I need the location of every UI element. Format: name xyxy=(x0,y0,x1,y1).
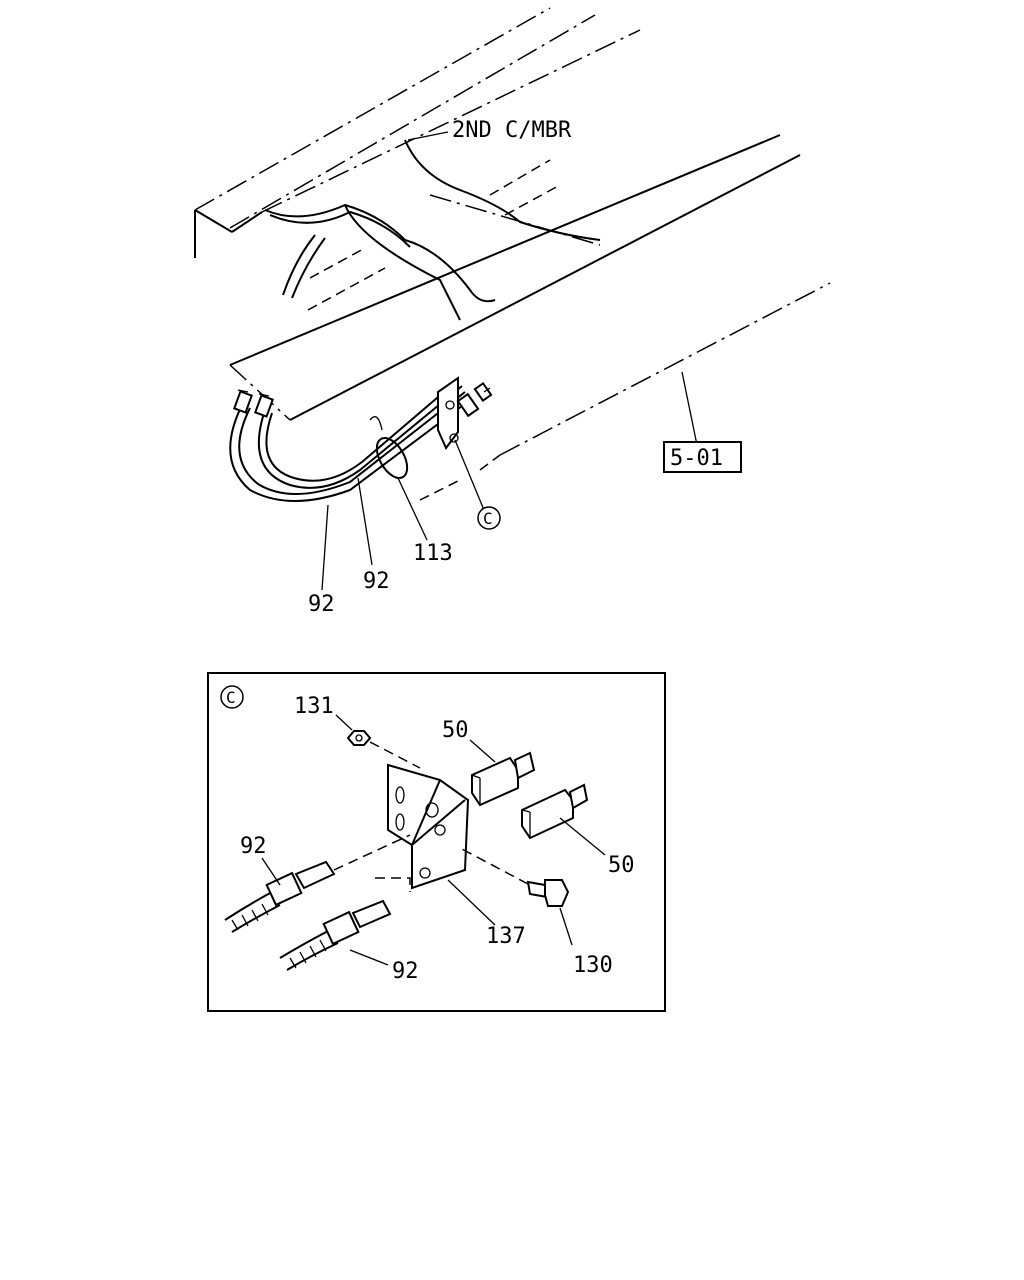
hose-clip xyxy=(375,437,409,479)
detail-ref-symbol: C xyxy=(483,509,493,528)
callout-bolt: 130 xyxy=(573,953,613,978)
reference-box-label: 5-01 xyxy=(670,446,723,471)
callout-hose-lower: 92 xyxy=(392,959,419,984)
callout-adapter-upper: 50 xyxy=(442,718,469,743)
hose-lower-part xyxy=(279,877,411,971)
nut-part xyxy=(346,730,421,769)
frame-rail-assembly xyxy=(194,7,831,501)
callout-bracket: 137 xyxy=(486,924,526,949)
callout-clip: 113 xyxy=(413,541,453,566)
bracket-part xyxy=(387,763,470,890)
detail-symbol-circle xyxy=(220,685,244,709)
adapter-lower-part xyxy=(521,783,589,840)
crossmember-label: 2ND C/MBR xyxy=(452,118,572,143)
detail-symbol: C xyxy=(226,688,236,707)
adapter-upper-part xyxy=(471,751,536,807)
reference-box[interactable]: 5-01 xyxy=(663,441,742,473)
callout-hose-outer: 92 xyxy=(308,592,335,617)
callout-adapter-lower: 50 xyxy=(608,853,635,878)
brake-hose-routing xyxy=(229,376,493,591)
hose-upper-part xyxy=(224,834,411,933)
callout-hose-upper: 92 xyxy=(240,834,267,859)
hose-end-fitting xyxy=(254,394,274,418)
detail-ref-marker[interactable]: C xyxy=(477,506,501,530)
callout-hose-inner: 92 xyxy=(363,569,390,594)
callout-nut: 131 xyxy=(294,694,334,719)
detail-panel: C xyxy=(207,672,666,1012)
bolt-part xyxy=(459,847,570,907)
hose-end-fitting xyxy=(233,390,253,414)
hose-bracket xyxy=(437,376,459,450)
